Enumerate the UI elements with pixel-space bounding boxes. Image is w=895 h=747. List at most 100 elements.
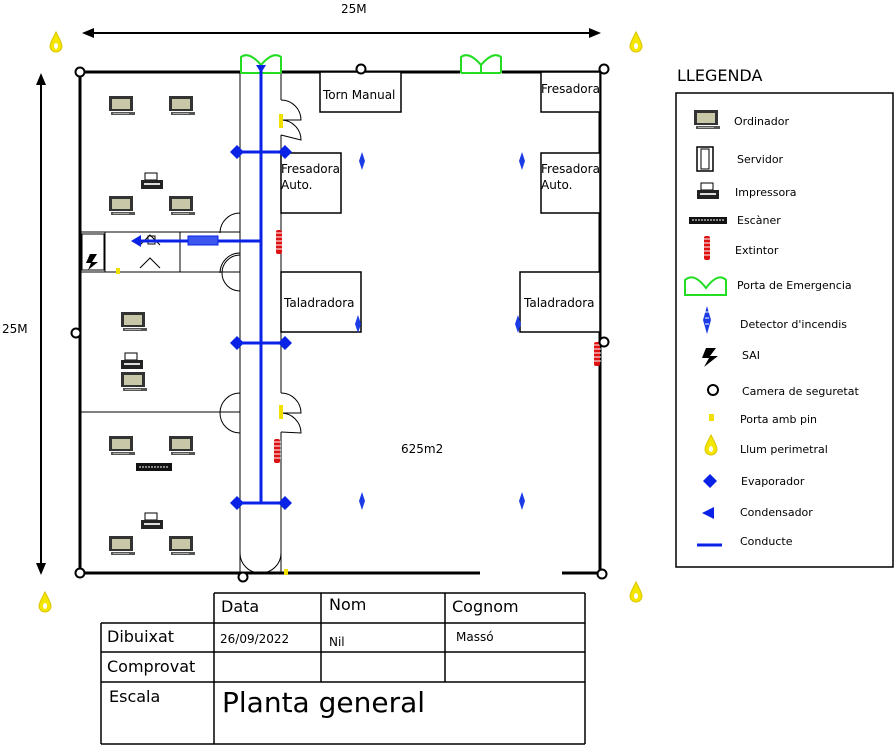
perimeter-light-icon — [629, 31, 643, 53]
machines — [280, 71, 601, 333]
security-camera-icon — [355, 63, 367, 75]
fresadora-right-box — [540, 152, 601, 214]
computer-icon — [109, 196, 135, 215]
computer-icon — [694, 110, 720, 129]
pin-door-icon — [279, 114, 283, 128]
fresadora-auto-box — [280, 152, 342, 214]
legend-label: SAI — [742, 349, 760, 362]
printer-icon — [140, 172, 164, 190]
legend-label: Impressora — [735, 186, 796, 199]
security-camera-icon — [74, 66, 86, 78]
fresadora-auto-label-2: Auto. — [281, 178, 312, 192]
width-label: 25M — [341, 2, 367, 16]
fresadora-right-label-2: Auto. — [541, 178, 572, 192]
perimeter-light-icon — [629, 581, 643, 603]
security-camera-icon — [598, 63, 610, 75]
perimeter-light-icon — [704, 434, 718, 456]
pin-door-icon — [709, 414, 714, 421]
fresadora-top-label: Fresadora — [541, 82, 600, 96]
duct-system — [137, 68, 285, 505]
fresadora-right-label-1: Fresadora — [541, 162, 600, 176]
legend-label: Evaporador — [741, 475, 805, 488]
height-dimension — [36, 73, 46, 575]
printer-icon — [120, 352, 144, 370]
cognom-value: Massó — [456, 630, 494, 644]
security-camera-icon — [237, 571, 249, 583]
scanner-icon — [689, 217, 727, 224]
computer-icon — [169, 536, 195, 555]
extinguisher-icon — [702, 235, 712, 261]
taladradora-left-label: Taladradora — [283, 296, 355, 310]
legend-label: Llum perimetral — [740, 443, 828, 456]
width-dimension — [82, 28, 601, 38]
pin-door-icon — [279, 405, 283, 419]
date-value: 26/09/2022 — [220, 632, 289, 646]
security-camera-icon — [707, 384, 719, 396]
evaporator-icon — [230, 145, 244, 159]
row-comprovat-label: Comprovat — [107, 657, 195, 676]
computer-icon — [121, 372, 147, 391]
extinguisher-icon — [274, 229, 284, 255]
legend-label: Porta de Emergencia — [737, 279, 852, 292]
extinguisher-icon — [272, 438, 282, 464]
legend-label: Detector d'incendis — [740, 318, 847, 331]
computer-icon — [169, 196, 195, 215]
col-cognom-header: Cognom — [452, 597, 519, 616]
col-data-header: Data — [221, 597, 259, 616]
torn-manual-label: Torn Manual — [322, 88, 395, 102]
row-dibuixat-label: Dibuixat — [107, 627, 174, 646]
scanner-icon — [136, 463, 172, 471]
extinguisher-icon — [592, 341, 602, 367]
legend-box — [675, 92, 894, 568]
fire-detector-icon — [359, 492, 365, 510]
evaporator-icon — [230, 336, 244, 350]
computer-icon — [169, 96, 195, 115]
security-camera-icon — [74, 567, 86, 579]
fresadora-top-box — [540, 71, 601, 113]
legend-title: LLEGENDA — [677, 66, 762, 85]
fire-detector-icon — [519, 492, 525, 510]
computer-icon — [121, 312, 147, 331]
computer-icon — [109, 96, 135, 115]
computer-icon — [109, 536, 135, 555]
emergency-door-icon — [684, 276, 727, 296]
computer-icon — [169, 436, 195, 455]
emergency-door-icon — [460, 54, 502, 74]
computer-icon — [109, 436, 135, 455]
server-icon — [696, 146, 714, 172]
taladradora-right-box — [519, 271, 601, 333]
nom-value: Nil — [329, 635, 345, 649]
legend-label: Condensador — [740, 506, 813, 519]
pin-door-icon — [116, 268, 120, 274]
condenser-icon — [131, 235, 141, 247]
ups-bolt-icon — [81, 233, 105, 271]
security-camera-icon — [596, 568, 608, 580]
security-camera-icon — [598, 336, 610, 348]
height-label: 25M — [2, 322, 28, 336]
corridor-walls — [80, 72, 302, 574]
row-escala-label: Escala — [109, 687, 160, 706]
legend-label: Extintor — [735, 244, 779, 257]
printer-icon — [696, 182, 720, 200]
evaporator-icon — [278, 336, 292, 350]
legend-label: Porta amb pin — [740, 413, 817, 426]
taladradora-right-label: Taladradora — [523, 296, 595, 310]
legend-label: Ordinador — [734, 115, 789, 128]
ups-bolt-icon — [702, 348, 718, 367]
printer-icon — [140, 512, 164, 530]
perimeter-light-icon — [38, 591, 52, 613]
evaporator-icon — [278, 496, 292, 510]
fire-detector-icon — [703, 306, 711, 334]
taladradora-left-box — [280, 271, 362, 333]
legend-label: Escàner — [737, 214, 781, 227]
legend-label: Conducte — [740, 535, 793, 548]
col-nom-header: Nom — [329, 595, 366, 614]
fire-detector-icon — [519, 152, 525, 170]
legend-label: Servidor — [737, 153, 784, 166]
evaporator-icon — [230, 496, 244, 510]
fresadora-auto-label-1: Fresadora — [281, 162, 340, 176]
fire-detector-icon — [359, 152, 365, 170]
condenser-icon — [702, 507, 714, 519]
evaporator-icon — [703, 474, 717, 488]
